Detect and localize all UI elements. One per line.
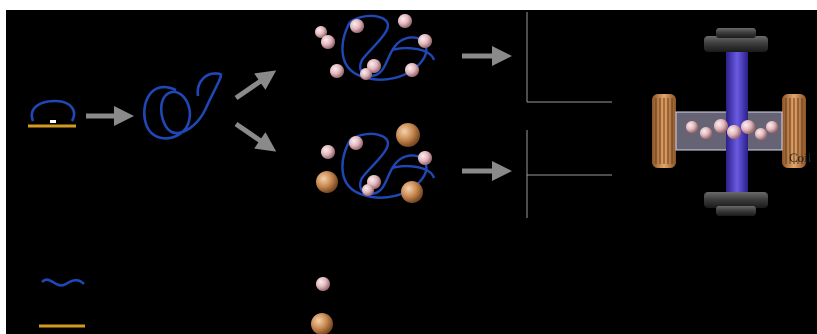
- legend-polymer-icon: [41, 278, 85, 287]
- polymer-mixed-particles-group: [316, 123, 436, 203]
- coil-icon: [652, 94, 676, 168]
- polymer-loop-icon: [28, 99, 76, 128]
- arrow-up-right-icon: [234, 70, 277, 101]
- readout-axes-bottom: [526, 130, 612, 218]
- large-particle-icon: [311, 313, 333, 334]
- magnetic-trap-icon: Coil: [652, 28, 812, 216]
- polymer-knot-icon: [143, 72, 223, 140]
- polymer-small-particles-group: [315, 14, 436, 81]
- small-particle-icon: [316, 277, 330, 291]
- coil-label: Coil: [789, 150, 812, 165]
- readout-axes-top: [526, 12, 612, 103]
- arrow-down-right-icon: [234, 121, 277, 152]
- coil-icon: [782, 94, 806, 168]
